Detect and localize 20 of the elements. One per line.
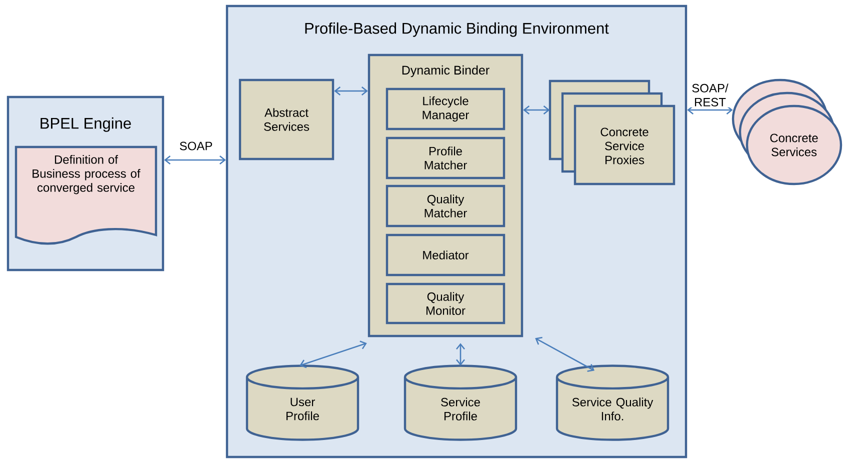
- edge-label: SOAP/ REST: [689, 82, 731, 108]
- arrow: [164, 156, 226, 164]
- arrow: [535, 336, 594, 372]
- stacked-circles: Concrete Services: [732, 78, 842, 186]
- process-box: Quality Matcher: [386, 184, 506, 228]
- database-cylinder: Service Profile: [404, 364, 518, 441]
- process-box: Abstract Services: [238, 78, 334, 160]
- process-box: Lifecycle Manager: [386, 88, 506, 130]
- database-cylinder: Service Quality Info.: [556, 364, 670, 441]
- arrow: [300, 340, 367, 368]
- arrow: [523, 106, 550, 114]
- edge-label: SOAP: [175, 140, 217, 152]
- arrow: [334, 86, 368, 96]
- arrow: [456, 343, 466, 366]
- process-box: Quality Monitor: [386, 282, 506, 324]
- stacked-boxes: Concrete Service Proxies: [548, 80, 676, 186]
- process-box: Mediator: [386, 234, 506, 276]
- arrow: [687, 106, 733, 114]
- database-cylinder: User Profile: [246, 364, 360, 441]
- process-box: Profile Matcher: [386, 136, 506, 180]
